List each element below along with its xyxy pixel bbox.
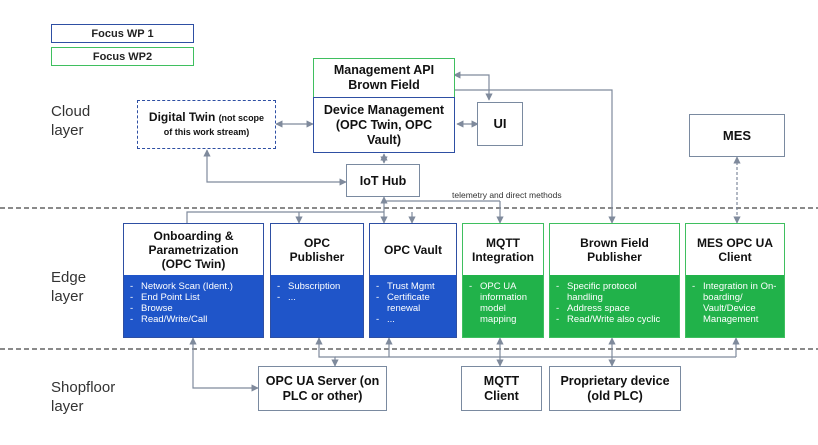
mqtt-integration-card: MQTT Integration OPC UA information mode…	[462, 223, 544, 338]
mqtt-integration-title: MQTT Integration	[463, 224, 543, 275]
onboarding-title-line2: Parametrization	[148, 242, 239, 257]
device-management-box: Device Management (OPC Twin, OPC Vault)	[313, 97, 455, 153]
list-item: Read/Write/Call	[130, 314, 259, 325]
opc-ua-server-line2: PLC or other)	[282, 388, 363, 403]
mes-client-title-line2: Client	[718, 249, 752, 264]
mes-opc-ua-client-body: Integration in On-boarding/ Vault/Device…	[686, 275, 784, 337]
mes-label: MES	[722, 127, 752, 143]
opc-vault-title: OPC Vault	[370, 224, 456, 275]
opc-ua-server-box: OPC UA Server (on PLC or other)	[258, 366, 387, 411]
list-item: ...	[277, 292, 359, 303]
brown-field-publisher-title: Brown Field Publisher	[550, 224, 679, 275]
mes-client-title-line1: MES OPC UA	[696, 235, 773, 250]
management-api-line2: Brown Field	[348, 78, 420, 92]
digital-twin-box: Digital Twin (not scope of this work str…	[137, 100, 276, 149]
edge-layer-label: Edge layer	[51, 268, 86, 306]
ui-label: UI	[493, 116, 507, 131]
proprietary-device-box: Proprietary device (old PLC)	[549, 366, 681, 411]
brown-field-title-line1: Brown Field	[580, 235, 649, 250]
telemetry-label: telemetry and direct methods	[452, 190, 562, 200]
list-item: Trust Mgmt	[376, 281, 452, 292]
brown-field-publisher-body: Specific protocol handling Address space…	[550, 275, 679, 337]
device-management-line1: Device Management	[323, 102, 445, 117]
iot-hub-label: IoT Hub	[359, 173, 407, 188]
digital-twin-note2: of this work stream)	[163, 127, 250, 137]
list-item: ...	[376, 314, 452, 325]
digital-twin-title: Digital Twin	[148, 110, 216, 124]
opc-publisher-card: OPC Publisher Subscription ...	[270, 223, 364, 338]
mqtt-integration-title-line2: Integration	[472, 249, 534, 264]
edge-layer-line2: layer	[51, 288, 84, 305]
legend-wp2: Focus WP2	[51, 47, 194, 66]
onboarding-card: Onboarding & Parametrization (OPC Twin) …	[123, 223, 264, 338]
cloud-layer-line1: Cloud	[51, 103, 91, 120]
legend-wp2-label: Focus WP2	[92, 50, 153, 63]
edge-layer-line1: Edge	[51, 269, 87, 286]
mes-opc-ua-client-title: MES OPC UA Client	[686, 224, 784, 275]
shopfloor-layer-label: Shopfloor layer	[51, 378, 115, 416]
mes-box: MES	[689, 114, 785, 157]
opc-publisher-title-line2: Publisher	[289, 249, 345, 264]
list-item: Browse	[130, 303, 259, 314]
onboarding-title-line3: (OPC Twin)	[161, 256, 226, 271]
list-item: Address space	[556, 303, 675, 314]
opc-vault-body: Trust Mgmt Certificate renewal ...	[370, 275, 456, 337]
opc-vault-card: OPC Vault Trust Mgmt Certificate renewal…	[369, 223, 457, 338]
mqtt-client-line2: Client	[484, 388, 519, 403]
device-management-line3: Vault)	[366, 132, 402, 147]
brown-field-publisher-card: Brown Field Publisher Specific protocol …	[549, 223, 680, 338]
onboarding-title: Onboarding & Parametrization (OPC Twin)	[124, 224, 263, 275]
list-item: Certificate renewal	[376, 292, 452, 314]
mqtt-client-box: MQTT Client	[461, 366, 542, 411]
onboarding-body: Network Scan (Ident.) End Point List Bro…	[124, 275, 263, 337]
mqtt-integration-title-line1: MQTT	[486, 235, 520, 250]
mqtt-integration-body: OPC UA information model mapping	[463, 275, 543, 337]
legend-wp1: Focus WP 1	[51, 24, 194, 43]
opc-publisher-body: Subscription ...	[271, 275, 363, 337]
layer-divider-lines	[0, 207, 818, 350]
opc-publisher-title-line1: OPC	[303, 235, 330, 250]
shopfloor-layer-line1: Shopfloor	[51, 379, 116, 396]
list-item: Integration in On-boarding/ Vault/Device…	[692, 281, 780, 325]
digital-twin-note1: (not scope	[218, 113, 265, 123]
list-item: OPC UA information model mapping	[469, 281, 539, 325]
list-item: Specific protocol handling	[556, 281, 675, 303]
opc-publisher-title: OPC Publisher	[271, 224, 363, 275]
opc-ua-server-line1: OPC UA Server (on	[265, 373, 380, 388]
proprietary-device-line2: (old PLC)	[587, 388, 643, 403]
management-api-line1: Management API	[333, 63, 435, 77]
brown-field-title-line2: Publisher	[587, 249, 642, 264]
ui-box: UI	[477, 102, 523, 146]
proprietary-device-line1: Proprietary device	[560, 373, 670, 388]
list-item: Network Scan (Ident.)	[130, 281, 259, 292]
shopfloor-layer-line2: layer	[51, 398, 84, 415]
arrow-lines	[186, 71, 741, 392]
list-item: Read/Write also cyclic	[556, 314, 675, 325]
legend-wp1-label: Focus WP 1	[91, 27, 154, 40]
onboarding-title-line1: Onboarding &	[153, 228, 234, 243]
iot-hub-box: IoT Hub	[346, 164, 420, 197]
opc-vault-title-line1: OPC Vault	[383, 242, 442, 257]
list-item: Subscription	[277, 281, 359, 292]
management-api-box: Management API Brown Field	[313, 58, 455, 98]
cloud-layer-label: Cloud layer	[51, 102, 90, 140]
device-management-line2: (OPC Twin, OPC	[335, 117, 433, 132]
mqtt-client-line1: MQTT	[483, 373, 520, 388]
list-item: End Point List	[130, 292, 259, 303]
mes-opc-ua-client-card: MES OPC UA Client Integration in On-boar…	[685, 223, 785, 338]
cloud-layer-line2: layer	[51, 122, 84, 139]
